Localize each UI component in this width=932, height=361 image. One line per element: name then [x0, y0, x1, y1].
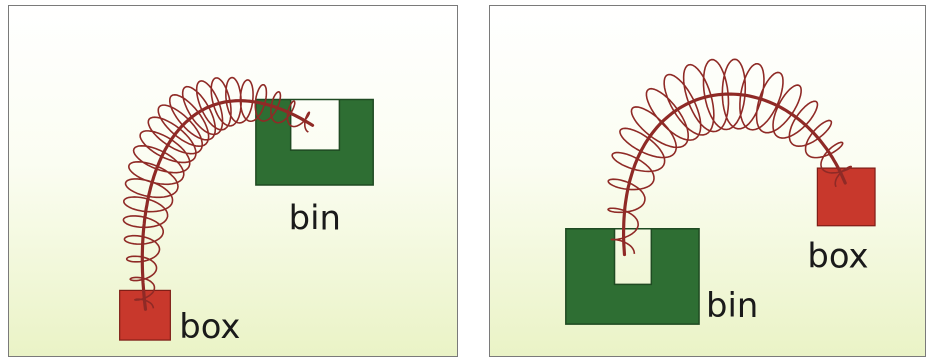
right-panel: bin box	[489, 5, 926, 357]
right-box-label: box	[807, 237, 868, 276]
right-bin-shape	[566, 229, 699, 324]
left-bin-label: bin	[289, 199, 341, 238]
right-diagram: bin box	[490, 6, 925, 356]
left-bin-shape	[256, 99, 373, 185]
right-bin-label: bin	[706, 286, 758, 325]
right-box-shape	[817, 168, 875, 226]
left-panel: bin box	[8, 5, 458, 357]
right-trajectory-loops	[608, 59, 851, 254]
left-diagram: bin box	[9, 6, 457, 356]
left-box-label: box	[179, 307, 240, 346]
